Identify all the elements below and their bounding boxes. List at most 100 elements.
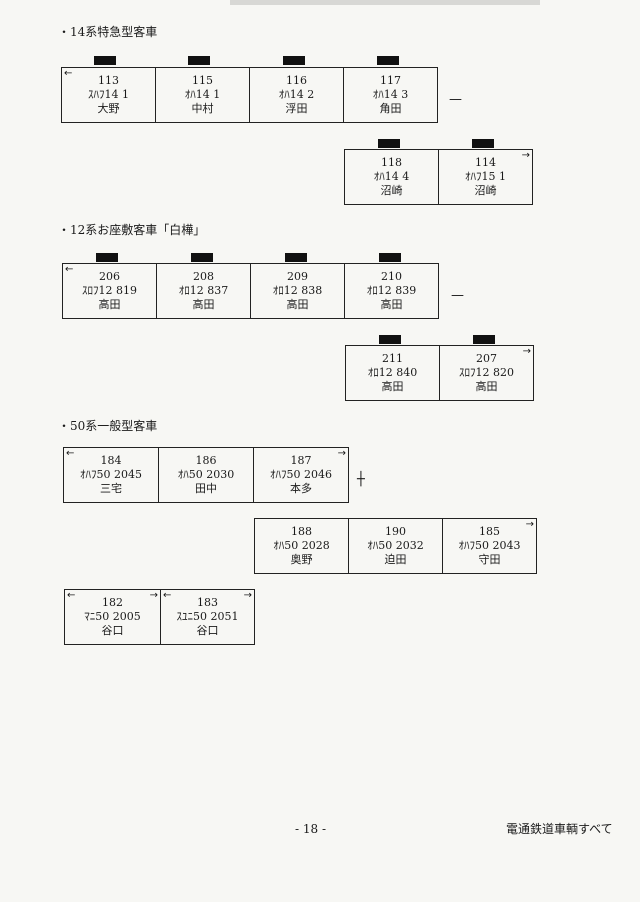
pantograph-marker <box>283 56 305 65</box>
direction-arrow-right: → <box>525 519 534 530</box>
coupler-connector: — <box>449 92 462 107</box>
car-owner: 角田 <box>379 102 402 115</box>
car-box: 209 ｵﾛ12 838 高田 <box>250 263 345 319</box>
car-owner: 浮田 <box>285 102 308 115</box>
car-owner: 田中 <box>195 482 217 495</box>
coupler-connector: ┼ <box>357 472 365 487</box>
direction-arrow-right: → <box>149 590 158 601</box>
car-model: ｵﾊ50 2028 <box>273 539 330 552</box>
pantograph-marker <box>377 56 399 65</box>
pantograph-marker <box>379 335 401 344</box>
section-title-12kei: ・12系お座敷客車「白樺」 <box>58 223 206 237</box>
car-box: → 187 ｵﾊﾌ50 2046 本多 <box>253 447 349 503</box>
car-box: 117 ｵﾊ14 3 角田 <box>343 67 438 123</box>
section-title-14kei: ・14系特急型客車 <box>58 25 158 39</box>
car-owner: 守田 <box>478 553 501 566</box>
car-owner: 奥野 <box>290 553 313 566</box>
car-model: ｵﾛ12 838 <box>272 284 323 297</box>
car-owner: 高田 <box>98 298 121 311</box>
car-owner: 三宅 <box>100 482 122 495</box>
car-number: 210 <box>381 270 402 283</box>
direction-arrow-left: ← <box>64 68 73 79</box>
pantograph-marker <box>472 139 494 148</box>
pantograph-marker <box>379 253 401 262</box>
car-box: ← → 182 ﾏﾆ50 2005 谷口 <box>64 589 161 645</box>
direction-arrow-right: → <box>337 448 346 459</box>
car-box: → 207 ｽﾛﾌ12 820 高田 <box>439 345 534 401</box>
car-number: 190 <box>385 525 406 538</box>
train-row: 118 ｵﾊ14 4 沼崎 → 114 ｵﾊﾌ15 1 沼崎 <box>344 149 533 205</box>
car-model: ｵﾊﾌ50 2046 <box>270 468 332 481</box>
direction-arrow-left: ← <box>65 264 74 275</box>
car-number: 117 <box>380 74 401 87</box>
car-box: 116 ｵﾊ14 2 浮田 <box>249 67 344 123</box>
car-number: 184 <box>100 454 122 467</box>
pantograph-marker <box>378 139 400 148</box>
car-number: 118 <box>381 156 402 169</box>
car-number: 183 <box>197 596 218 609</box>
car-owner: 高田 <box>286 298 309 311</box>
car-model: ｵﾊﾌ50 2045 <box>80 468 142 481</box>
direction-arrow-left: ← <box>67 590 76 601</box>
car-model: ｵﾊﾌ15 1 <box>465 170 506 183</box>
direction-arrow-right: → <box>522 346 531 357</box>
train-row: ← → 182 ﾏﾆ50 2005 谷口 ← → 183 ｽﾕﾆ50 2051 … <box>64 589 255 645</box>
direction-arrow-right: → <box>243 590 252 601</box>
car-model: ｽﾊﾌ14 1 <box>88 88 129 101</box>
car-model: ｵﾊ14 1 <box>184 88 221 101</box>
car-box: 186 ｵﾊ50 2030 田中 <box>158 447 254 503</box>
car-box: 188 ｵﾊ50 2028 奥野 <box>254 518 349 574</box>
page-number: - 18 - <box>295 822 327 836</box>
train-row: ← 184 ｵﾊﾌ50 2045 三宅 186 ｵﾊ50 2030 田中 → 1… <box>63 447 349 503</box>
train-row: ← 206 ｽﾛﾌ12 819 高田 208 ｵﾛ12 837 高田 209 ｵ… <box>62 263 439 319</box>
car-model: ｵﾊ50 2030 <box>177 468 235 481</box>
car-model: ｵﾊ14 3 <box>372 88 409 101</box>
car-model: ｵﾊ50 2032 <box>367 539 424 552</box>
car-model: ｵﾊ14 2 <box>278 88 315 101</box>
pantograph-marker <box>96 253 118 262</box>
car-number: 208 <box>193 270 214 283</box>
car-model: ｵﾛ12 839 <box>366 284 417 297</box>
car-model: ｵﾛ12 840 <box>367 366 418 379</box>
car-box: 210 ｵﾛ12 839 高田 <box>344 263 439 319</box>
car-number: 114 <box>475 156 496 169</box>
car-model: ｵﾊ14 4 <box>373 170 410 183</box>
car-number: 188 <box>291 525 312 538</box>
car-model: ｵﾊﾌ50 2043 <box>458 539 521 552</box>
car-number: 185 <box>479 525 500 538</box>
car-number: 116 <box>286 74 307 87</box>
direction-arrow-left: ← <box>163 590 172 601</box>
car-number: 182 <box>102 596 123 609</box>
car-owner: 沼崎 <box>380 184 403 197</box>
train-row: ← 113 ｽﾊﾌ14 1 大野 115 ｵﾊ14 1 中村 116 ｵﾊ14 … <box>61 67 438 123</box>
car-box: ← 113 ｽﾊﾌ14 1 大野 <box>61 67 156 123</box>
car-model: ｵﾛ12 837 <box>178 284 229 297</box>
scan-header-smudge <box>230 0 540 5</box>
car-number: 187 <box>290 454 312 467</box>
car-owner: 中村 <box>191 102 214 115</box>
car-model: ｽﾕﾆ50 2051 <box>176 610 239 623</box>
pantograph-marker <box>188 56 210 65</box>
train-row: 188 ｵﾊ50 2028 奥野 190 ｵﾊ50 2032 迫田 → 185 … <box>254 518 537 574</box>
car-owner: 高田 <box>381 380 404 393</box>
direction-arrow-left: ← <box>66 448 75 459</box>
car-owner: 本多 <box>290 482 312 495</box>
coupler-connector: — <box>451 288 464 303</box>
car-owner: 大野 <box>97 102 120 115</box>
car-model: ｽﾛﾌ12 819 <box>82 284 137 297</box>
train-row: 211 ｵﾛ12 840 高田 → 207 ｽﾛﾌ12 820 高田 <box>345 345 534 401</box>
car-owner: 迫田 <box>384 553 407 566</box>
car-number: 211 <box>382 352 403 365</box>
car-box: ← 184 ｵﾊﾌ50 2045 三宅 <box>63 447 159 503</box>
car-model: ｽﾛﾌ12 820 <box>459 366 514 379</box>
pantograph-marker <box>191 253 213 262</box>
car-owner: 高田 <box>475 380 498 393</box>
pantograph-marker <box>285 253 307 262</box>
car-number: 186 <box>195 454 217 467</box>
car-box: 208 ｵﾛ12 837 高田 <box>156 263 251 319</box>
car-owner: 谷口 <box>101 624 124 637</box>
car-model: ﾏﾆ50 2005 <box>84 610 141 623</box>
car-box: → 114 ｵﾊﾌ15 1 沼崎 <box>438 149 533 205</box>
car-box: 118 ｵﾊ14 4 沼崎 <box>344 149 439 205</box>
car-number: 113 <box>98 74 119 87</box>
